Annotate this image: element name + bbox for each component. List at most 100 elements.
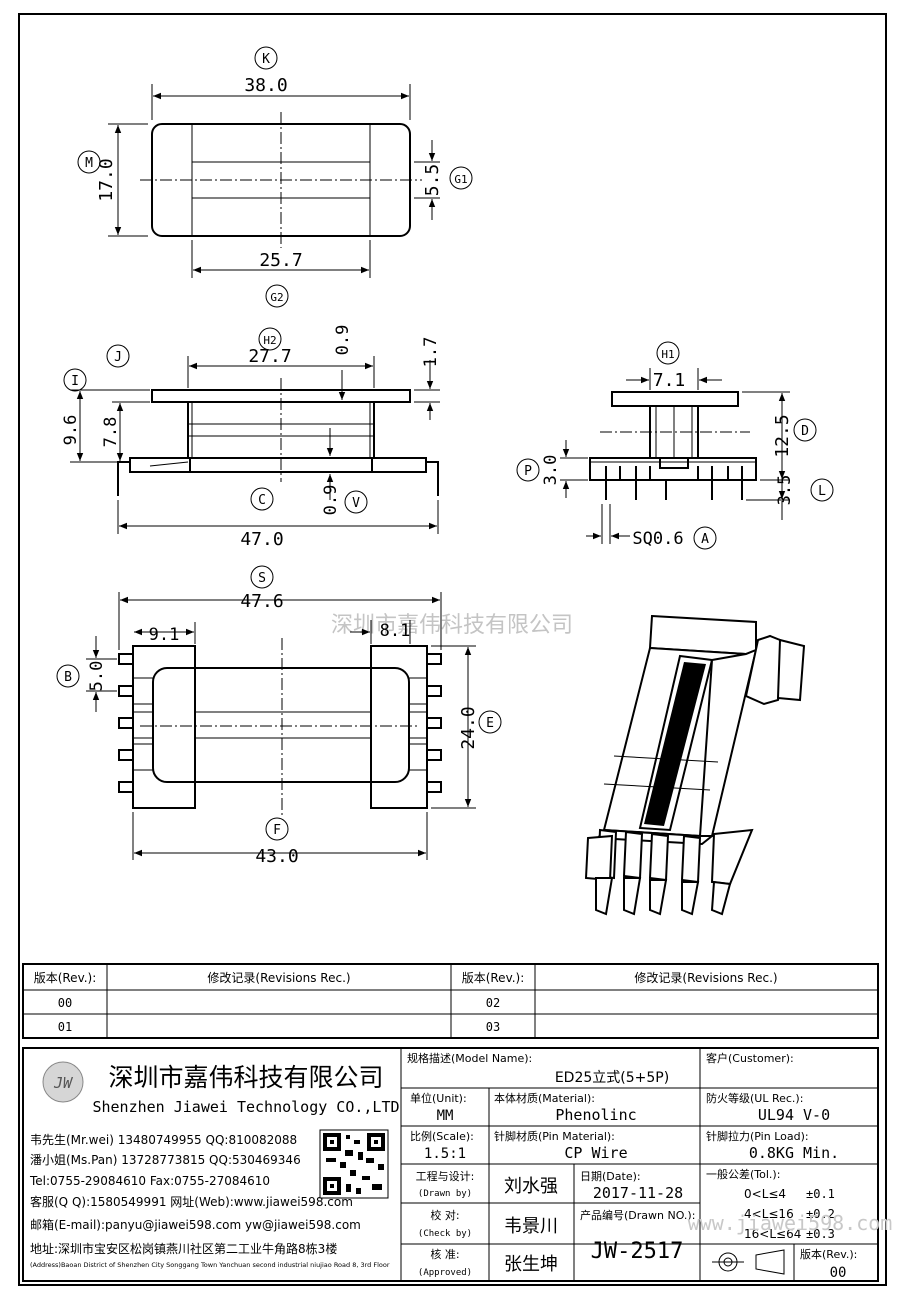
isometric-view [584,614,806,916]
contact-address-en: (Address)Baoan District of Shenzhen City… [30,1261,390,1269]
check-label-en: (Check by) [418,1229,472,1239]
customer-label: 客户(Customer): [706,1051,794,1065]
check-label: 校 对: [430,1208,459,1222]
drawn-label-en: (Drawn by) [418,1189,472,1199]
company-logo-text: JW [53,1074,74,1092]
callout-a-label: A [701,532,709,547]
pin-material-value: CP Wire [564,1144,627,1162]
title-block: JW 深圳市嘉伟科技有限公司 Shenzhen Jiawei Technolog… [22,1047,892,1282]
revision-table: 版本(Rev.): 修改记录(Revisions Rec.) 版本(Rev.):… [22,963,879,1039]
contact-web: 客服(Q Q):1580549991 网址(Web):www.jiawei598… [30,1194,353,1209]
scale-value: 1.5:1 [424,1146,466,1162]
dim-sq: SQ0.6 [632,529,683,549]
pin-load-value: 0.8KG Min. [749,1144,839,1162]
dim-k: 38.0 [244,75,287,96]
approved-label-en: (Approved) [418,1268,472,1278]
callout-j-label: J [114,350,122,365]
callout-h1-label: H1 [661,348,674,361]
pin-load-label: 针脚拉力(Pin Load): [706,1129,809,1143]
watermark-text: 深圳市嘉伟科技有限公司 [331,613,573,638]
callout-h2-label: H2 [263,334,276,347]
qr-code-icon [319,1129,389,1199]
dim-c: 47.0 [240,529,283,550]
dim-b: 5.0 [87,661,107,692]
rev-header-right: 版本(Rev.): [462,971,525,985]
callout-c-label: C [258,493,266,508]
dim-g2: 25.7 [259,250,302,271]
rec-header-right: 修改记录(Revisions Rec.) [634,970,777,985]
callout-p-label: P [524,464,532,479]
tol-range-1: 0<L≤4 [744,1187,786,1201]
rev-row-01: 01 [58,1020,72,1034]
rev-header-left: 版本(Rev.): [34,971,97,985]
company-name-en: Shenzhen Jiawei Technology CO.,LTD [92,1098,399,1116]
date-label: 日期(Date): [580,1170,641,1183]
dim-h2: 27.7 [248,346,291,367]
material-label: 本体材质(Material): [494,1091,595,1105]
callout-v-label: V [352,496,360,511]
tol-value-3: ±0.3 [806,1227,835,1241]
drawn-by-value: 刘水强 [504,1176,558,1197]
drawn-label: 工程与设计: [416,1170,475,1183]
side-view: H1 7.1 12.5 D 3.0 P 3.5 L SQ0.6 A [516,341,834,550]
approved-by-value: 张生坤 [504,1254,558,1275]
rev-row-03: 03 [486,1020,500,1034]
tolerance-label: 一般公差(Tol.): [706,1167,780,1181]
dim-e: 24.0 [458,706,479,749]
drawing-no-value: JW-2517 [591,1239,684,1264]
callout-i-label: I [71,374,79,389]
dim-m: 17.0 [96,158,117,201]
drawing-no-label: 产品编号(Drawn NO.): [580,1208,695,1222]
company-logo [42,1061,84,1103]
dim-l: 3.5 [775,475,795,506]
pin-material-label: 针脚材质(Pin Material): [494,1129,615,1143]
contact-tel: Tel:0755-29084610 Fax:0755-27084610 [29,1174,270,1188]
dim-f: 43.0 [255,846,298,867]
material-value: Phenolinc [555,1106,636,1124]
projection-symbol-icon [712,1249,785,1275]
callout-g2-label: G2 [270,291,283,304]
dim-d: 12.5 [772,414,793,457]
sheet-border [18,13,887,1286]
dim-78: 7.8 [101,417,121,448]
tol-value-2: ±0.2 [806,1207,835,1221]
callout-f-label: F [273,823,281,838]
rev-value: 00 [830,1265,847,1281]
model-label: 规格描述(Model Name): [407,1051,532,1065]
rev-label: 版本(Rev.): [800,1247,857,1261]
contact-wei: 韦先生(Mr.wei) 13480749955 QQ:810082088 [30,1133,297,1147]
callout-e-label: E [486,716,494,731]
dim-g1: 5.5 [422,164,443,197]
front-view: H2 27.7 0.9 1.7 J I 9.6 7.8 0.9 V C 47.0 [61,325,441,550]
rev-row-02: 02 [486,996,500,1010]
check-by-value: 韦景川 [504,1216,558,1237]
top-view: K 38.0 M 17.0 5.5 G1 25.7 G2 [77,46,473,308]
company-name-cn: 深圳市嘉伟科技有限公司 [108,1063,383,1092]
dim-s: 47.6 [240,591,283,612]
unit-value: MM [437,1108,454,1124]
ul-value: UL94 V-0 [758,1106,830,1124]
callout-b-label: B [64,670,72,685]
scale-label: 比例(Scale): [410,1129,474,1143]
contact-address-cn: 地址:深圳市宝安区松岗镇燕川社区第二工业牛角路8栋3楼 [30,1241,337,1256]
model-value: ED25立式(5+5P) [555,1070,669,1086]
dim-09b: 0.9 [321,485,341,516]
tol-range-2: 4<L≤16 [744,1207,794,1221]
dim-81: 8.1 [380,621,411,641]
contact-pan: 潘小姐(Ms.Pan) 13728773815 QQ:530469346 [30,1153,301,1167]
date-value: 2017-11-28 [593,1184,683,1202]
callout-d-label: D [801,424,809,439]
callout-k-label: K [262,52,270,67]
contact-email: 邮箱(E-mail):panyu@jiawei598.com yw@jiawei… [30,1217,361,1232]
tol-range-3: 16<L≤64 [744,1227,801,1241]
callout-l-label: L [818,484,826,499]
dim-h1: 7.1 [653,370,686,391]
ul-label: 防火等级(UL Rec.): [706,1091,803,1105]
rev-row-00: 00 [58,996,72,1010]
bottom-view: S 47.6 9.1 8.1 5.0 B 24.0 E F 43.0 [56,565,502,867]
rec-header-left: 修改记录(Revisions Rec.) [207,970,350,985]
unit-label: 单位(Unit): [410,1091,467,1105]
dim-17: 1.7 [421,337,441,368]
dim-96: 9.6 [61,415,81,446]
